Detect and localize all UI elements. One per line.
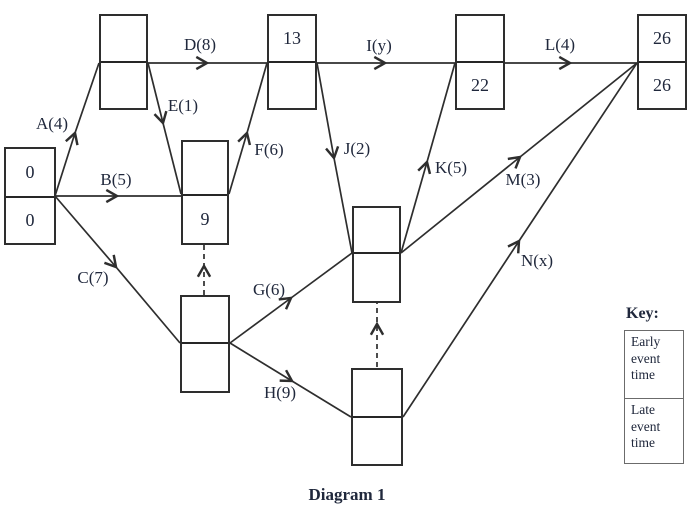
activity-arrow-k (400, 62, 456, 254)
event-node-start: 0 0 (4, 147, 56, 245)
activity-arrow-j (316, 62, 353, 254)
early-event-time-cell: 0 (6, 149, 54, 198)
activity-label-e: E(1) (167, 96, 199, 115)
activity-arrow-f (228, 62, 268, 195)
late-event-time-cell (353, 418, 401, 464)
activity-label-f: F(6) (254, 140, 284, 159)
activity-label-g: G(6) (252, 280, 286, 299)
early-event-time-cell: 26 (639, 16, 685, 63)
late-event-time-cell: 9 (200, 209, 210, 229)
activity-label-k: K(5) (434, 158, 468, 177)
event-node-finish: 26 26 (637, 14, 687, 110)
early-event-time-cell (354, 208, 399, 254)
activity-arrow-h (229, 342, 352, 418)
activity-arrow-g (229, 252, 353, 344)
early-event-time-cell (183, 142, 227, 196)
activity-arrow-c (54, 195, 181, 344)
late-event-time-cell (269, 63, 315, 108)
activity-arrow-e (147, 62, 182, 195)
activity-arrow-a (54, 62, 100, 197)
early-event-time-cell (182, 297, 228, 344)
event-node-lower-left (180, 295, 230, 393)
activity-label-j: J(2) (343, 139, 371, 158)
late-event-time-cell (354, 254, 399, 301)
event-node-top-2: 13 (267, 14, 317, 110)
early-event-time-cell (457, 16, 503, 63)
late-event-time-cell: 0 (25, 210, 35, 230)
key-late-cell: Late event time (631, 402, 661, 450)
activity-label-d: D(8) (183, 35, 217, 54)
activity-label-i: I(y) (366, 36, 392, 55)
early-event-time-cell (101, 16, 146, 63)
activity-arrow-n (402, 62, 638, 418)
activity-label-m: M(3) (505, 170, 541, 189)
diagram-caption: Diagram 1 (308, 485, 386, 504)
activity-label-n: N(x) (520, 251, 554, 270)
key-box: Early event time Late event time (624, 330, 684, 464)
event-node-mid-1: 9 (181, 140, 229, 245)
activity-label-a: A(4) (35, 114, 69, 133)
key-early-cell: Early event time (625, 331, 683, 399)
event-node-top-3: 22 (455, 14, 505, 110)
early-event-time-cell (353, 370, 401, 418)
event-node-centre (352, 206, 401, 303)
late-event-time-cell: 26 (653, 75, 671, 95)
activity-label-c: C(7) (77, 268, 109, 287)
late-event-time-cell (182, 344, 228, 391)
activity-label-l: L(4) (544, 35, 576, 54)
event-node-lower-right (351, 368, 403, 466)
early-event-time-cell: 13 (269, 16, 315, 63)
activity-label-b: B(5) (100, 170, 132, 189)
late-event-time-cell (101, 63, 146, 108)
activity-arrow-m (400, 62, 638, 254)
activity-label-h: H(9) (263, 383, 297, 402)
key-title: Key: (626, 305, 659, 322)
event-node-top-1 (99, 14, 148, 110)
late-event-time-cell: 22 (471, 75, 489, 95)
